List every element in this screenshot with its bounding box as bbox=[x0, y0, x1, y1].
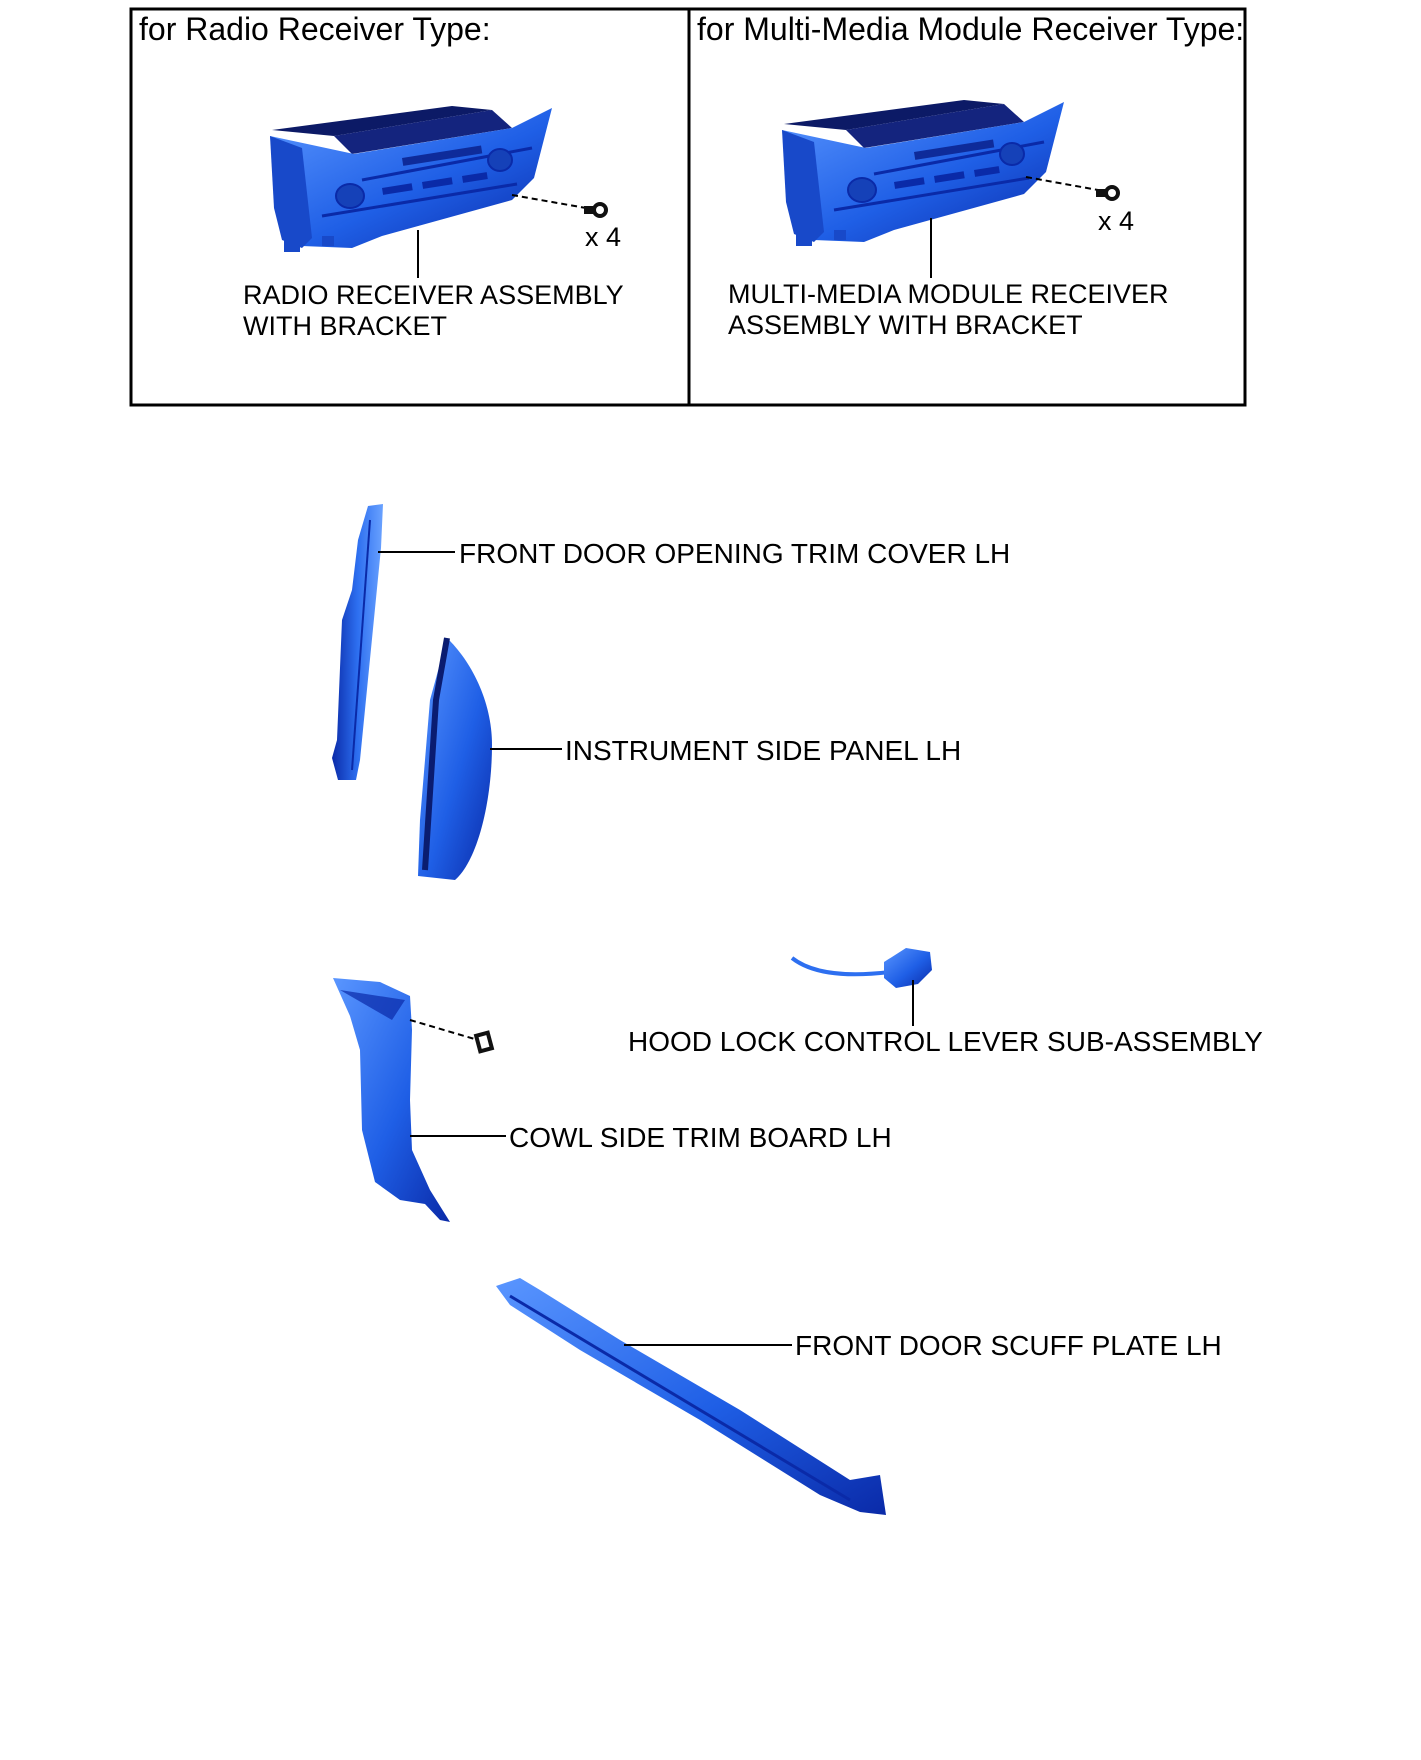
cowl-side-trim-board-illustration bbox=[333, 978, 450, 1222]
hood-lock-control-lever-illustration bbox=[884, 948, 932, 988]
multimedia-screw-icon bbox=[1096, 185, 1120, 201]
multimedia-variant-title: for Multi-Media Module Receiver Type: bbox=[697, 11, 1245, 47]
hood-lock-control-lever-label: HOOD LOCK CONTROL LEVER SUB-ASSEMBLY bbox=[628, 1026, 1263, 1057]
radio-receiver-label: RADIO RECEIVER ASSEMBLY WITH BRACKET bbox=[243, 280, 624, 341]
radio-variant-title: for Radio Receiver Type: bbox=[139, 11, 491, 47]
radio-screw-leader bbox=[511, 194, 587, 209]
multimedia-screw-qty: x 4 bbox=[1098, 206, 1135, 236]
cowl-clip-leader bbox=[409, 1019, 479, 1041]
multimedia-receiver-label: MULTI-MEDIA MODULE RECEIVER ASSEMBLY WIT… bbox=[728, 279, 1169, 340]
multimedia-screw-leader bbox=[1025, 176, 1099, 191]
hood-lock-cable-illustration bbox=[790, 956, 891, 977]
instrument-side-panel-label: INSTRUMENT SIDE PANEL LH bbox=[565, 735, 962, 766]
cowl-clip-icon bbox=[473, 1030, 495, 1054]
cowl-side-trim-board-label: COWL SIDE TRIM BOARD LH bbox=[509, 1122, 892, 1153]
radio-screw-qty: x 4 bbox=[585, 222, 622, 252]
front-door-scuff-plate-label: FRONT DOOR SCUFF PLATE LH bbox=[795, 1330, 1222, 1361]
front-door-scuff-plate-illustration bbox=[496, 1278, 886, 1515]
radio-receiver-illustration bbox=[268, 104, 554, 254]
front-door-opening-trim-cover-label: FRONT DOOR OPENING TRIM COVER LH bbox=[459, 538, 1011, 569]
multimedia-receiver-illustration bbox=[780, 98, 1066, 248]
variant-box-multimedia bbox=[687, 7, 1247, 407]
radio-screw-icon bbox=[584, 202, 608, 218]
front-door-opening-trim-cover-illustration bbox=[332, 504, 383, 780]
